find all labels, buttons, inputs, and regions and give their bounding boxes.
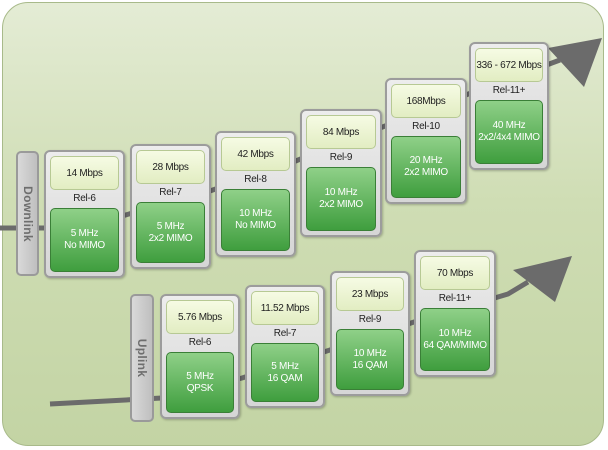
downlink-spec: 40 MHz 2x2/4x4 MIMO	[475, 100, 543, 164]
downlink-mimo: 2x2 MIMO	[319, 199, 363, 210]
downlink-rate: 42 Mbps	[221, 137, 290, 171]
downlink-release: Rel-7	[159, 187, 182, 198]
downlink-rate: 14 Mbps	[50, 156, 119, 190]
downlink-release: Rel-8	[244, 174, 267, 185]
downlink-block-rel10: 168Mbps Rel-10 20 MHz 2x2 MIMO	[385, 78, 467, 204]
downlink-mimo: No MIMO	[235, 220, 276, 231]
downlink-mimo: No MIMO	[64, 240, 105, 251]
uplink-bandwidth: 10 MHz	[353, 347, 387, 359]
downlink-label-tab: Downlink	[16, 151, 39, 276]
uplink-bandwidth: 10 MHz	[438, 327, 472, 339]
downlink-bandwidth: 10 MHz	[324, 187, 358, 198]
uplink-label: Uplink	[135, 338, 149, 378]
uplink-spec: 5 MHz 16 QAM	[251, 343, 319, 402]
downlink-spec: 20 MHz 2x2 MIMO	[391, 136, 461, 198]
downlink-mimo: 2x2 MIMO	[148, 232, 193, 244]
uplink-rate: 23 Mbps	[336, 277, 404, 311]
uplink-rate: 5.76 Mbps	[166, 300, 234, 334]
downlink-mimo: 2x2/4x4 MIMO	[478, 132, 540, 143]
downlink-mimo: 2x2 MIMO	[404, 167, 448, 178]
uplink-rate: 70 Mbps	[420, 256, 490, 290]
uplink-spec: 10 MHz 64 QAM/MIMO	[420, 308, 490, 371]
uplink-block-rel11: 70 Mbps Rel-11+ 10 MHz 64 QAM/MIMO	[414, 250, 496, 377]
downlink-spec: 5 MHz No MIMO	[50, 208, 119, 272]
downlink-rate: 336 - 672 Mbps	[475, 48, 543, 82]
uplink-bandwidth: 5 MHz	[271, 360, 299, 372]
uplink-spec: 10 MHz 16 QAM	[336, 329, 404, 390]
downlink-bandwidth: 10 MHz	[239, 208, 272, 219]
uplink-release: Rel-6	[188, 337, 212, 348]
uplink-bandwidth: 5 MHz	[186, 370, 214, 382]
downlink-spec: 10 MHz No MIMO	[221, 189, 290, 251]
uplink-block-rel7: 11.52 Mbps Rel-7 5 MHz 16 QAM	[245, 285, 325, 408]
uplink-release: Rel-7	[273, 328, 297, 339]
uplink-release: Rel-9	[358, 314, 382, 325]
uplink-modulation: 16 QAM	[267, 372, 303, 384]
downlink-rate: 84 Mbps	[306, 115, 376, 149]
downlink-release: Rel-11+	[492, 85, 526, 96]
uplink-release: Rel-11+	[438, 293, 472, 304]
downlink-rate: 168Mbps	[391, 84, 461, 118]
downlink-block-rel6: 14 Mbps Rel-6 5 MHz No MIMO	[44, 150, 125, 278]
downlink-block-rel8: 42 Mbps Rel-8 10 MHz No MIMO	[215, 131, 296, 257]
downlink-block-rel7: 28 Mbps Rel-7 5 MHz 2x2 MIMO	[130, 144, 211, 269]
uplink-block-rel6: 5.76 Mbps Rel-6 5 MHz QPSK	[160, 294, 240, 419]
downlink-spec: 5 MHz 2x2 MIMO	[136, 202, 205, 263]
downlink-bandwidth: 5 MHz	[70, 228, 99, 239]
uplink-rate: 11.52 Mbps	[251, 291, 319, 325]
downlink-release: Rel-10	[412, 121, 440, 132]
downlink-bandwidth: 5 MHz	[156, 220, 185, 232]
uplink-block-rel9: 23 Mbps Rel-9 10 MHz 16 QAM	[330, 271, 410, 396]
uplink-modulation: 16 QAM	[352, 359, 388, 371]
downlink-release: Rel-6	[73, 193, 96, 204]
uplink-modulation: QPSK	[186, 382, 214, 394]
downlink-bandwidth: 40 MHz	[492, 120, 526, 131]
downlink-block-rel9: 84 Mbps Rel-9 10 MHz 2x2 MIMO	[300, 109, 382, 237]
downlink-label: Downlink	[20, 185, 35, 242]
downlink-release: Rel-9	[329, 152, 353, 163]
uplink-modulation: 64 QAM/MIMO	[423, 339, 487, 351]
uplink-label-tab: Uplink	[130, 294, 154, 422]
downlink-spec: 10 MHz 2x2 MIMO	[306, 167, 376, 231]
downlink-rate: 28 Mbps	[136, 150, 205, 184]
uplink-arrow-head	[513, 256, 572, 302]
downlink-arrow-head	[548, 38, 602, 87]
downlink-bandwidth: 20 MHz	[409, 155, 443, 166]
downlink-block-rel11: 336 - 672 Mbps Rel-11+ 40 MHz 2x2/4x4 MI…	[469, 42, 549, 170]
uplink-spec: 5 MHz QPSK	[166, 352, 234, 413]
